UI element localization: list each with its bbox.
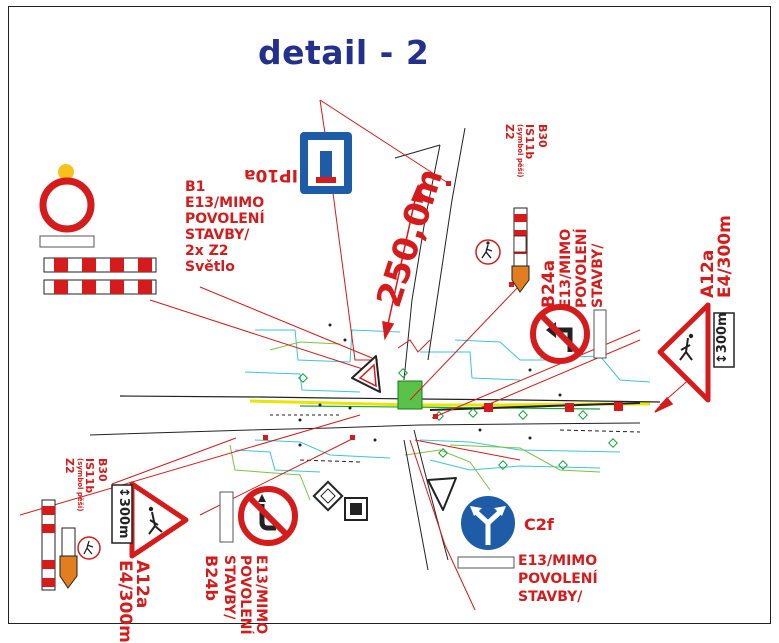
end-sign bbox=[344, 497, 368, 521]
b1-line: 2x Z2 bbox=[185, 242, 229, 259]
b1-line: STAVBY/ bbox=[185, 226, 250, 243]
point-markers bbox=[263, 181, 623, 440]
c2f-label: C2f bbox=[524, 515, 554, 534]
barrier-icon bbox=[43, 257, 157, 295]
dead-end-icon bbox=[300, 132, 352, 194]
distance-plate-left: ↕300m bbox=[115, 487, 131, 539]
bottom-label-block: E13/MIMO POVOLENÍ STAVBY/ bbox=[518, 552, 598, 607]
pedestrian-warning-left bbox=[111, 481, 189, 559]
label-line: STAVBY/ bbox=[590, 243, 607, 308]
no-left-turn-icon bbox=[530, 304, 607, 364]
top-right-b30-label: B30 IS11b (symbol pěší) Z2 bbox=[502, 124, 549, 178]
plate-text: 300m bbox=[715, 312, 730, 354]
vertical-barrier-bottom bbox=[41, 499, 78, 591]
leader-lines bbox=[19, 99, 701, 611]
label-line: (symbol pěší) bbox=[515, 124, 524, 178]
a12a-right-label: A12a E4/300m bbox=[698, 215, 735, 298]
b1-line: Světlo bbox=[185, 258, 235, 275]
b24b-label: E13/MIMO POVOLENÍ STAVBY/ B24b bbox=[202, 555, 269, 635]
label-line: B24a bbox=[539, 259, 559, 308]
label-line: STAVBY/ bbox=[518, 589, 583, 606]
label-line: IS11b bbox=[523, 124, 537, 160]
label-line: B24b bbox=[202, 555, 222, 601]
pedestrian-icon bbox=[77, 536, 101, 560]
pedestrian-warning-right bbox=[657, 302, 735, 403]
label-line: E13/MIMO bbox=[518, 553, 598, 569]
label-line: A12a bbox=[132, 560, 152, 609]
label-line: E13/MIMO bbox=[253, 555, 269, 635]
arrow-icon: ↕ bbox=[715, 353, 730, 364]
yield-sign-top bbox=[351, 355, 381, 393]
bottom-left-b30-label: B30 IS11b (symbol pěší) Z2 bbox=[62, 458, 109, 512]
distance-plate-right: ↕300m bbox=[715, 312, 731, 364]
label-line: POVOLENÍ bbox=[237, 555, 254, 635]
priority-road-sign bbox=[312, 480, 344, 512]
label-line: IS11b bbox=[83, 458, 97, 494]
b1-line: E13/MIMO bbox=[185, 194, 265, 211]
traffic-light-icon bbox=[58, 164, 74, 180]
label-line: E13/MIMO bbox=[558, 228, 575, 308]
label-line: E4/300m bbox=[715, 215, 735, 298]
road-map bbox=[89, 127, 661, 571]
left-or-right-icon bbox=[457, 494, 517, 569]
label-line: POVOLENÍ bbox=[574, 228, 591, 308]
label-line: B30 bbox=[96, 458, 109, 482]
plate-text: 300m bbox=[116, 497, 131, 539]
page-title: detail - 2 bbox=[258, 33, 430, 72]
plan-drawing bbox=[19, 99, 735, 611]
label-line: STAVBY/ bbox=[221, 555, 238, 620]
label-line: Z2 bbox=[502, 124, 516, 140]
a12a-left-label: A12a E4/300m bbox=[115, 560, 152, 643]
label-line: POVOLENÍ bbox=[518, 571, 598, 588]
label-line: (symbol pěší) bbox=[75, 458, 84, 512]
vertical-barrier-top bbox=[511, 207, 530, 293]
label-line: B30 bbox=[536, 124, 549, 148]
distance-dimension bbox=[382, 183, 674, 413]
no-vehicles-sign bbox=[39, 177, 95, 248]
b1-line: POVOLENÍ bbox=[185, 210, 265, 227]
b1-line: B1 bbox=[185, 179, 206, 195]
b24a-label: B24a E13/MIMO POVOLENÍ STAVBY/ bbox=[539, 228, 607, 308]
pedestrian-icon bbox=[475, 239, 501, 265]
label-line: Z2 bbox=[62, 458, 76, 474]
b1-label-block: B1 E13/MIMO POVOLENÍ STAVBY/ 2x Z2 Světl… bbox=[185, 179, 265, 276]
label-line: E4/300m bbox=[115, 560, 135, 643]
no-u-turn-icon bbox=[219, 486, 298, 546]
yield-sign-bottom bbox=[427, 477, 457, 511]
arrow-icon: ↕ bbox=[116, 487, 131, 498]
